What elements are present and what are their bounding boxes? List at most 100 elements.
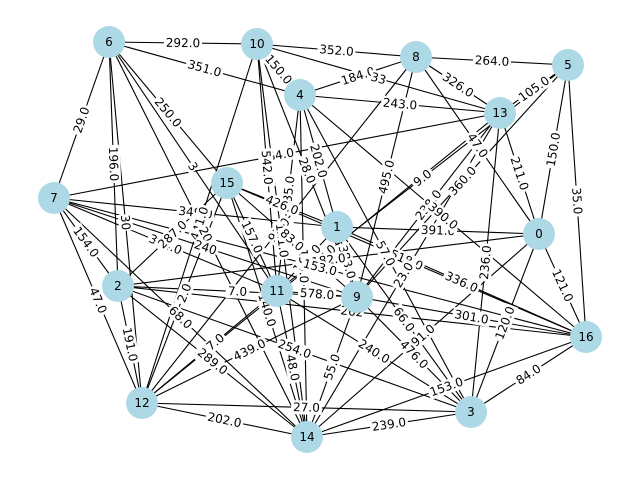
edge-label-group: 191.0: [119, 324, 141, 365]
edge-label-group: 33: [368, 69, 389, 88]
edge-label-bg: [372, 236, 399, 271]
edge-label-group: 157.0: [237, 216, 267, 258]
node-label: 15: [219, 176, 234, 190]
edge-label-group: 84.0: [511, 360, 546, 389]
edge-label: 240: [192, 237, 218, 257]
node-16: 16: [570, 321, 602, 353]
edge-label-bg: [514, 72, 554, 106]
edge-label: 2.0: [175, 282, 195, 305]
node-4: 4: [284, 79, 316, 111]
edge-label-bg: [408, 165, 437, 191]
node-circle: [211, 167, 243, 199]
node-label: 16: [578, 330, 593, 344]
node-circle: [455, 396, 487, 428]
edge-label-group: 250.0: [150, 93, 186, 132]
node-label: 3: [467, 405, 475, 419]
edge-label: 351.0: [186, 57, 223, 80]
edge-label-group: 211.0: [507, 153, 532, 194]
node-label: 8: [412, 50, 420, 64]
node-label: 2: [114, 279, 122, 293]
node-circle: [102, 270, 134, 302]
edge-label-bg: [299, 255, 341, 280]
node-8: 8: [400, 41, 432, 73]
edge-label-group: 495.0: [375, 156, 398, 198]
edge-label-bg: [261, 191, 303, 219]
node-label: 12: [134, 396, 149, 410]
edge-label-bg: [451, 306, 492, 328]
edge-label-bg: [426, 373, 467, 401]
edge-label-bg: [254, 289, 280, 331]
node-circle: [570, 321, 602, 353]
node-circle: [341, 281, 373, 313]
node-circle: [291, 421, 323, 453]
node-label: 9: [353, 290, 361, 304]
node-circle: [261, 275, 293, 307]
node-3: 3: [455, 396, 487, 428]
edge-label-bg: [438, 68, 478, 102]
edge-label-bg: [225, 283, 250, 300]
node-11: 11: [261, 275, 293, 307]
edge-label-group: 578.0: [297, 285, 337, 303]
edge-label-bg: [229, 335, 270, 365]
node-0: 0: [523, 218, 555, 250]
edge-label-bg: [306, 140, 331, 182]
edge-label-bg: [173, 279, 196, 307]
edge-label: 240.0: [356, 336, 393, 366]
edge-label: 30: [118, 214, 133, 230]
node-12: 12: [126, 387, 158, 419]
node-circle: [241, 28, 273, 60]
edge-label: 121.0: [549, 267, 576, 304]
edge-label-group: 105.0: [514, 72, 554, 106]
node-label: 5: [564, 58, 572, 72]
edge-label: 29.0: [70, 105, 92, 135]
node-2: 2: [102, 270, 134, 302]
edge-label-bg: [472, 53, 512, 69]
edge-label-group: 240.0: [354, 335, 394, 368]
node-label: 10: [249, 37, 264, 51]
edge-label-bg: [369, 414, 409, 435]
edge-label-group: 301.0: [451, 306, 492, 328]
edge-label: 236.0: [477, 245, 494, 281]
edge-label-group: 542.0: [258, 147, 276, 188]
edge-label-group: 236.0: [476, 242, 495, 283]
node-circle: [38, 182, 70, 214]
node-label: 11: [269, 284, 284, 298]
node-label: 6: [105, 35, 113, 49]
edge-label: 154.0: [70, 224, 102, 260]
edge-label-group: 243.0: [380, 95, 420, 113]
edge-label: 439.0: [231, 336, 268, 364]
node-circle: [321, 211, 353, 243]
edge-label-bg: [85, 283, 111, 318]
edge-label-bg: [150, 93, 186, 132]
edge-label-bg: [184, 56, 225, 81]
edge-label: 150.0: [544, 131, 564, 167]
edge-label: 120.0: [492, 304, 517, 341]
edge-label-bg: [187, 203, 212, 244]
node-6: 6: [93, 26, 125, 58]
edge-label-group: 336.0: [441, 267, 482, 297]
node-circle: [523, 218, 555, 250]
edge-label-group: 35.0: [568, 185, 586, 217]
edge-label: 33: [369, 70, 388, 88]
edge-label-bg: [69, 103, 94, 137]
node-circle: [126, 387, 158, 419]
edge-label-bg: [476, 242, 495, 283]
node-10: 10: [241, 28, 273, 60]
edge-label-bg: [354, 335, 394, 368]
node-circle: [284, 79, 316, 111]
edge-label: 352.0: [319, 42, 354, 59]
edge-label-bg: [423, 198, 463, 234]
edge-label: 35.0: [569, 187, 585, 215]
node-13: 13: [484, 97, 516, 129]
node-7: 7: [38, 182, 70, 214]
edge-label: 157.0: [238, 218, 265, 255]
node-circle: [484, 97, 516, 129]
edge-label-bg: [294, 153, 320, 188]
edge-label-group: 120.0: [491, 302, 519, 344]
node-label: 4: [296, 88, 304, 102]
edge-label: 578.0: [299, 286, 334, 303]
edge-label-group: 30: [117, 213, 134, 232]
edge-label-bg: [119, 324, 141, 365]
edge-label-bg: [117, 213, 134, 232]
